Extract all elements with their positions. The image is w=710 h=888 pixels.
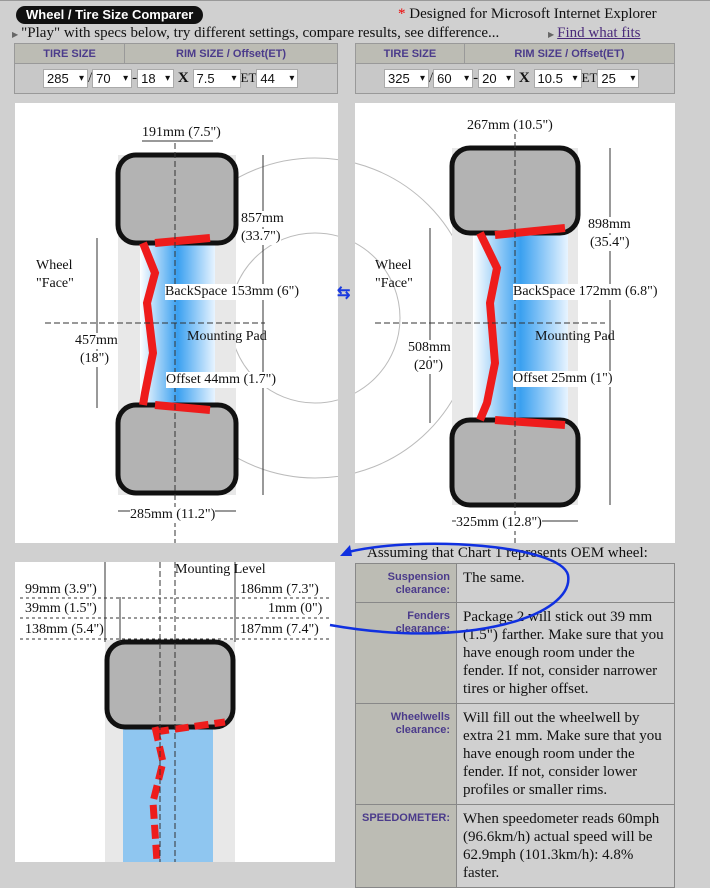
diameter-in-label: (35.4") bbox=[590, 235, 630, 251]
row-key: Wheelwells clearance: bbox=[354, 703, 458, 805]
ie-note-text: Designed for Microsoft Internet Explorer bbox=[409, 6, 657, 22]
tread-top bbox=[104, 639, 236, 730]
tire-profile-select[interactable]: 60 bbox=[433, 69, 474, 88]
backspace-label: BackSpace 172mm (6.8") bbox=[513, 284, 658, 300]
sep: X bbox=[518, 69, 530, 86]
sep: X bbox=[177, 69, 189, 86]
rim-diameter-select[interactable]: 20 bbox=[478, 69, 516, 88]
row-key: Suspension clearance: bbox=[354, 563, 458, 603]
rim-width-select[interactable]: 10.5 bbox=[533, 69, 582, 88]
tire-width-select[interactable]: 285 bbox=[43, 69, 88, 88]
tire-profile-select[interactable]: 70 bbox=[92, 69, 133, 88]
wheel-label: Wheel bbox=[375, 258, 412, 273]
bullet-triangle-icon: ▶ bbox=[548, 30, 555, 39]
chart3-panel: Mounting Level 99mm (3.9") 39mm (1.5") 1… bbox=[15, 562, 335, 862]
overlay-diagram bbox=[20, 562, 330, 862]
top-border bbox=[0, 0, 710, 3]
et-label: ET bbox=[240, 69, 257, 85]
tire-width-select[interactable]: 325 bbox=[384, 69, 429, 88]
tire-size-header: TIRE SIZE bbox=[355, 43, 465, 64]
table-row: Wheelwells clearance:Will fill out the w… bbox=[354, 703, 675, 805]
rim-fill bbox=[123, 722, 213, 862]
chart1-panel: 191mm (7.5") 857mm (33.7") Wheel "Face" … bbox=[15, 103, 338, 543]
sep: / bbox=[88, 69, 93, 86]
asterisk: * bbox=[398, 6, 406, 22]
face-label: "Face" bbox=[375, 276, 413, 291]
tire-width-label: 285mm (11.2") bbox=[130, 507, 216, 523]
offset-label: Offset 25mm (1") bbox=[513, 371, 613, 387]
tire-width-label: 325mm (12.8") bbox=[456, 515, 542, 531]
rim-diameter-mm-label: 457mm bbox=[75, 333, 118, 349]
wheel-label: Wheel bbox=[36, 258, 73, 273]
diameter-mm-label: 898mm bbox=[588, 217, 631, 233]
rim-diameter-mm-label: 508mm bbox=[408, 340, 451, 356]
row-key: SPEEDOMETER: bbox=[354, 804, 458, 888]
mounting-pad-label: Mounting Pad bbox=[187, 329, 267, 344]
bullet-triangle-icon: ▶ bbox=[12, 30, 19, 39]
left-offset-2: 39mm (1.5") bbox=[25, 601, 97, 616]
left-offset-3: 138mm (5.4") bbox=[25, 622, 104, 637]
row-value: When speedometer reads 60mph (96.6km/h) … bbox=[456, 804, 675, 888]
results-table: Suspension clearance:The same. Fenders c… bbox=[354, 563, 675, 888]
ie-note: * Designed for Microsoft Internet Explor… bbox=[398, 6, 657, 23]
play-instructions: ▶"Play" with specs below, try different … bbox=[12, 25, 499, 42]
row-value: Will fill out the wheelwell by extra 21 … bbox=[456, 703, 675, 805]
rim-diameter-in-label: (20") bbox=[414, 358, 444, 374]
rim-diameter-in-label: (18") bbox=[80, 351, 110, 367]
chart1-diagram bbox=[45, 140, 338, 543]
section-width-label: 191mm (7.5") bbox=[142, 125, 221, 140]
sep: - bbox=[132, 69, 138, 86]
section-width-label: 267mm (10.5") bbox=[467, 118, 553, 134]
right-offset-1: 186mm (7.3") bbox=[240, 582, 319, 597]
rim-profile bbox=[139, 234, 211, 414]
row-key: Fenders clearance: bbox=[354, 602, 458, 704]
table-row: SPEEDOMETER:When speedometer reads 60mph… bbox=[354, 804, 675, 888]
mounting-level-label: Mounting Level bbox=[175, 562, 266, 577]
diameter-in-label: (33.7") bbox=[241, 229, 281, 245]
rim-size-header: RIM SIZE / Offset(ET) bbox=[463, 43, 676, 64]
et-label: ET bbox=[581, 69, 598, 85]
chart2-diagram bbox=[355, 133, 611, 543]
sep: / bbox=[429, 69, 434, 86]
sep: - bbox=[473, 69, 479, 86]
rim-width-select[interactable]: 7.5 bbox=[192, 69, 241, 88]
rim-diameter-select[interactable]: 18 bbox=[137, 69, 175, 88]
tread-bottom bbox=[115, 402, 239, 496]
orbit-circle bbox=[355, 242, 401, 394]
mounting-pad-label: Mounting Pad bbox=[535, 329, 615, 344]
rim-profile bbox=[149, 718, 226, 862]
left-offset-1: 99mm (3.9") bbox=[25, 582, 97, 597]
row-value: Package 2 will stick out 39 mm (1.5") fa… bbox=[456, 602, 675, 704]
rim-size-header: RIM SIZE / Offset(ET) bbox=[124, 43, 338, 64]
table-row: Suspension clearance:The same. bbox=[354, 563, 675, 603]
find-what-fits: ▶Find what fits bbox=[548, 25, 641, 42]
offset-select[interactable]: 44 bbox=[256, 69, 299, 88]
row-value: The same. bbox=[456, 563, 675, 603]
annotation-arrow-icon bbox=[340, 545, 352, 556]
backspace-label: BackSpace 153mm (6") bbox=[165, 284, 300, 300]
rim-profile bbox=[476, 224, 566, 429]
chart2-panel: 267mm (10.5") 898mm (35.4") Wheel "Face"… bbox=[355, 103, 675, 543]
offset-select[interactable]: 25 bbox=[597, 69, 640, 88]
right-offset-3: 187mm (7.4") bbox=[240, 622, 319, 637]
diameter-mm-label: 857mm bbox=[241, 211, 284, 227]
results-heading: Assuming that Chart 1 represents OEM whe… bbox=[367, 545, 648, 561]
find-what-fits-link[interactable]: Find what fits bbox=[557, 25, 641, 41]
right-offset-2: 1mm (0") bbox=[268, 601, 323, 616]
offset-label: Offset 44mm (1.7") bbox=[166, 372, 277, 388]
play-text: "Play" with specs below, try different s… bbox=[21, 25, 500, 41]
tread-top bbox=[115, 152, 239, 246]
swap-icon[interactable]: ⇆ bbox=[337, 285, 351, 302]
face-label: "Face" bbox=[36, 276, 74, 291]
tire-size-header: TIRE SIZE bbox=[13, 43, 126, 64]
table-row: Fenders clearance:Package 2 will stick o… bbox=[354, 602, 675, 704]
app-title: Wheel / Tire Size Comparer bbox=[16, 6, 204, 24]
